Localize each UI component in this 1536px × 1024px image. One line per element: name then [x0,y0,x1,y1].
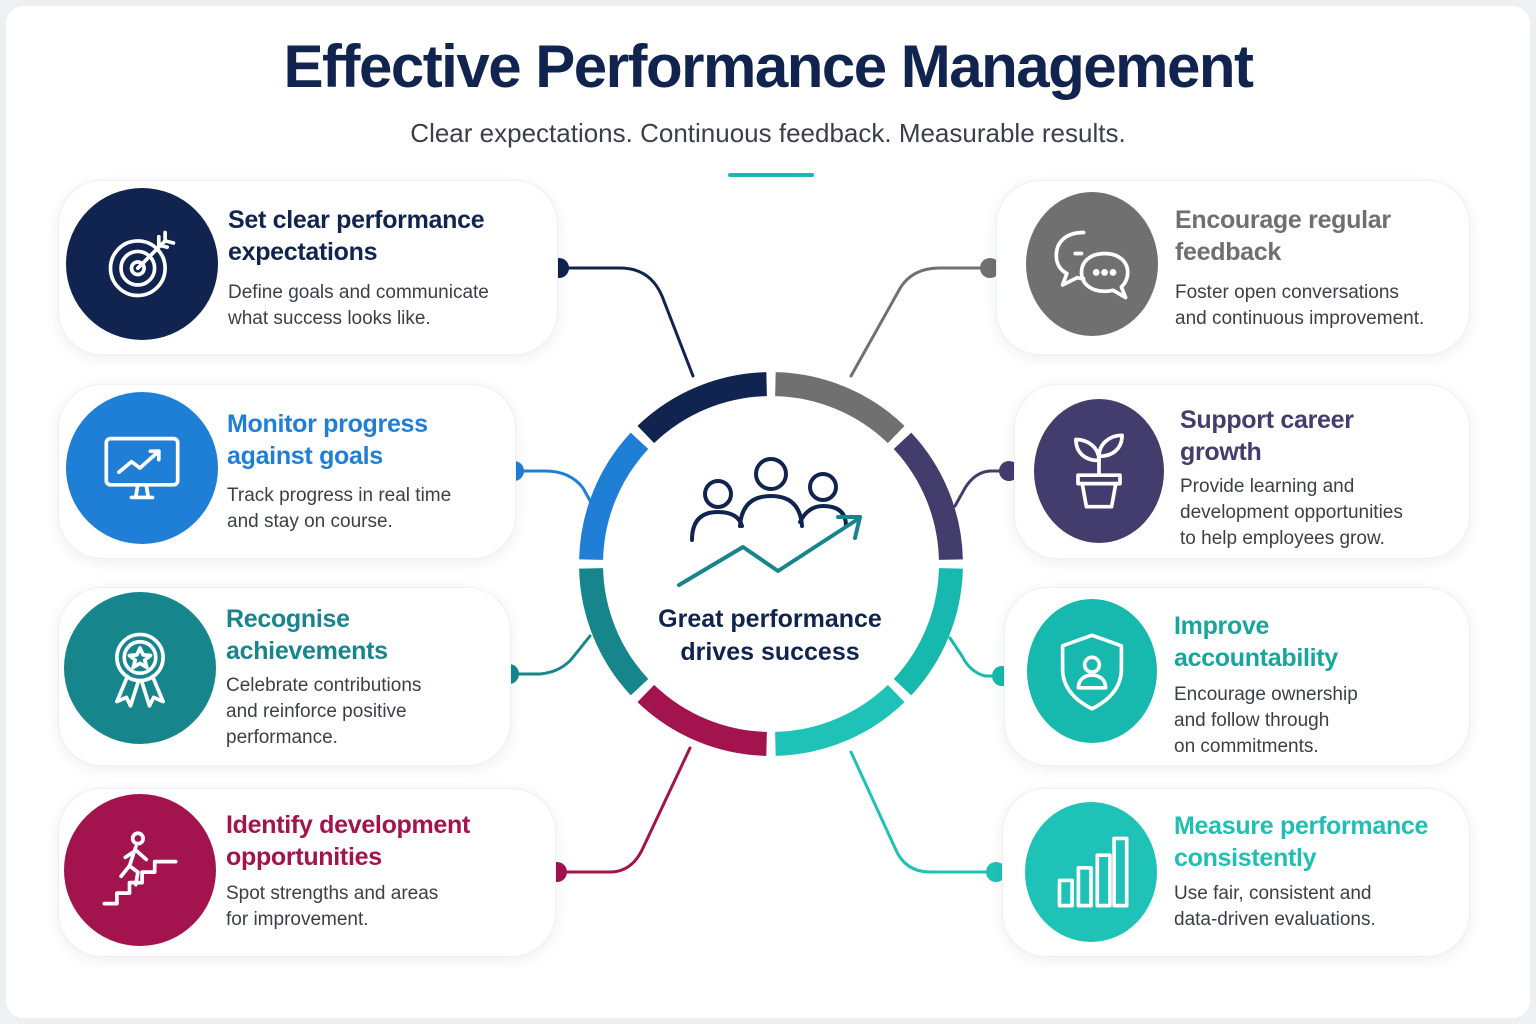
potted-plant-icon [1074,433,1124,509]
center-label: Great performance drives success [658,605,882,666]
page-title: Effective Performance Management [283,33,1254,100]
target-icon [108,230,176,298]
card-icon-badge [1025,802,1157,942]
card-icon-badge [1026,192,1158,336]
card-icon-badge [1034,399,1164,543]
chat-bubbles-icon [1054,230,1130,300]
card-icon-badge [66,188,218,340]
ring-segment-set-expectations [637,372,768,444]
card-icon-badge [1027,599,1157,743]
connector-encourage-feedback [849,266,992,378]
ring-segment-career-growth [893,432,963,561]
connector-identify-development [555,746,692,874]
connector-dot-measure-performance [986,862,1006,882]
connector-monitor-progress [512,469,595,508]
card-icon-badge [64,794,216,946]
ring-segment-encourage-feedback [774,372,905,444]
card-icon-badge [64,592,216,744]
team-growth-icon [677,457,862,587]
connector-recognise [507,634,592,676]
bar-chart-icon [1057,836,1129,908]
ring-segment-identify-development [637,684,768,756]
monitor-chart-icon [104,436,180,500]
connector-accountability [948,636,1004,678]
page-subtitle: Clear expectations. Continuous feedback.… [410,118,1126,148]
ring-segment-recognise [579,567,649,696]
connector-measure-performance [849,750,998,874]
ring-segment-accountability [893,567,963,696]
connector-career-growth [953,469,1011,508]
climbing-stairs-icon [102,831,178,906]
connector-set-expectations [557,266,695,378]
title-divider [728,173,814,177]
award-ribbon-icon [115,632,165,708]
card-icon-badge [66,392,218,544]
ring-segment-monitor-progress [579,432,649,561]
connector-dot-encourage-feedback [980,258,1000,278]
shield-user-icon [1060,633,1124,711]
ring-segment-measure-performance [774,684,905,756]
